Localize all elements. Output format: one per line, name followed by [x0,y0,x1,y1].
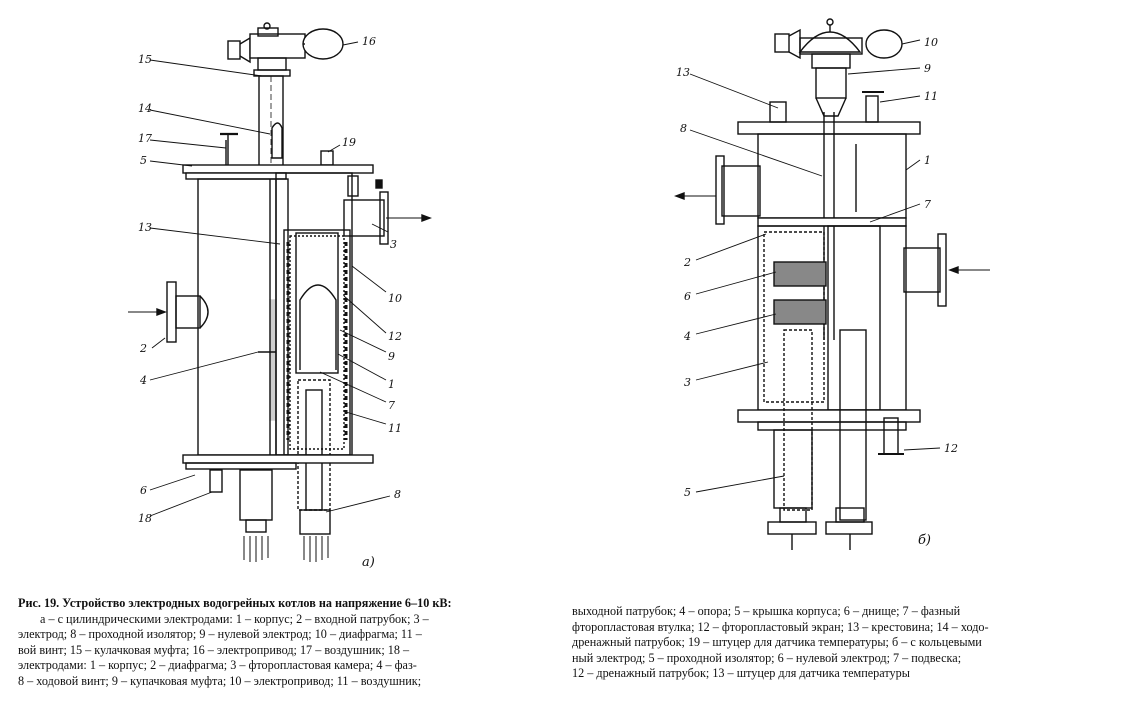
label-a-18: 18 [138,512,152,525]
caption-left-line-2: электрод; 8 – проходной изолятор; 9 – ну… [18,627,422,642]
sensor-fitting-a [320,150,334,166]
label-a-6: 6 [140,484,147,497]
caption-heading: Рис. 19. Устройство электродных водогрей… [18,596,452,610]
label-b-9: 9 [924,62,931,75]
label-b-13: 13 [676,66,690,79]
caption-left-column: Рис. 19. Устройство электродных водогрей… [18,596,570,690]
outlet-pipe-b [674,155,761,225]
label-b-11: 11 [924,90,938,103]
labels-figure-b: 13 10 9 11 8 1 7 2 6 4 3 5 12 б) [676,36,958,548]
caption-left-line-5: 8 – ходовой винт; 9 – купачковая муфта; … [18,673,422,688]
figure-b-boiler [674,18,990,550]
sublabel-a: а) [362,555,375,570]
label-a-16: 16 [362,35,376,48]
label-b-1: 1 [924,154,931,167]
air-vent-b [865,95,879,123]
caption-right-line-3: дренажный патрубок; 19 – штуцер для датч… [572,635,982,650]
label-a-13: 13 [138,221,152,234]
boiler-technical-drawing: 15 16 14 17 19 5 13 3 10 12 9 1 7 11 8 2… [128,18,990,570]
label-a-17: 17 [138,132,152,145]
caption-right-line-5: 12 – дренажный патрубок; 13 – штуцер для… [572,666,910,681]
label-b-3: 3 [684,376,691,389]
caption-left-line-3: вой винт; 15 – кулачковая муфта; 16 – эл… [18,642,410,657]
label-a-5: 5 [140,154,147,167]
label-b-5: 5 [684,486,691,499]
label-a-11: 11 [388,422,402,435]
inlet-pipe-a [128,281,209,343]
caption-left-line-1: а – с цилиндрическими электродами: 1 – к… [40,611,429,626]
drain-pipe-b [883,417,899,455]
air-vent-a [220,122,283,166]
label-a-10: 10 [388,292,402,305]
electric-drive-b [774,18,903,117]
label-a-1: 1 [388,378,395,391]
label-b-6: 6 [684,290,691,303]
caption-right-line-2: фторопластовая втулка; 12 – фторопластов… [572,619,989,634]
outlet-pipe-a [343,175,432,245]
label-b-8: 8 [680,122,687,135]
caption-right-line-1: выходной патрубок; 4 – опора; 5 – крышка… [572,604,961,618]
insulators-b [767,329,873,550]
ring-electrodes-b [773,261,827,325]
drain-pipe-a [209,469,223,493]
label-a-7: 7 [388,399,395,412]
label-a-3: 3 [390,238,397,251]
insulator-a [297,379,331,511]
caption-right-line-4: ный электрод; 5 – проходной изолятор; 6 … [572,650,962,665]
electrodes-a [258,229,351,456]
electric-drive-a [227,22,344,77]
label-a-19: 19 [342,136,356,149]
label-a-14: 14 [138,102,152,115]
bottom-flange-b [737,409,921,423]
crosspiece-fitting-b [769,101,787,123]
label-b-4: 4 [683,330,691,343]
sublabel-b: б) [918,533,931,548]
inlet-pipe-b [903,233,990,307]
label-b-10: 10 [924,36,938,49]
label-a-15: 15 [138,53,152,66]
label-a-12: 12 [388,330,402,343]
cover-flange-a [182,164,374,174]
caption-left-line-4: электродами: 1 – корпус; 2 – диафрагма; … [18,658,417,673]
bottom-flange-a [182,454,374,464]
cover-b [737,121,921,135]
label-a-2: 2 [139,342,147,355]
label-a-4: 4 [139,374,147,387]
caption-right-column: выходной патрубок; 4 – опора; 5 – крышка… [572,604,1112,682]
figure-a-boiler [128,22,432,562]
label-a-8: 8 [394,488,401,501]
label-b-2: 2 [683,256,691,269]
labels-figure-a: 15 16 14 17 19 5 13 3 10 12 9 1 7 11 8 2… [138,35,402,570]
label-b-7: 7 [924,198,931,211]
label-b-12: 12 [944,442,958,455]
label-a-9: 9 [388,350,395,363]
